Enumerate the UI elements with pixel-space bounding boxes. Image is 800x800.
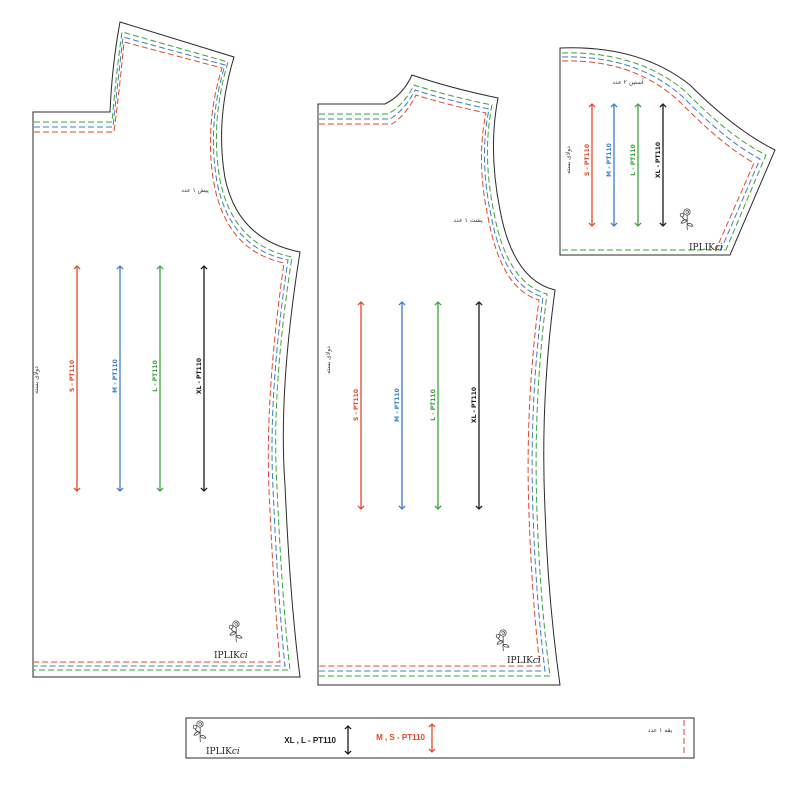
back-piece: پشت ۱ عدد دولای بسته S - PT110 M - PT110 L…: [317, 74, 561, 686]
svg-text:IPLIKci: IPLIKci: [206, 747, 240, 757]
neckband-logo: IPLIKci: [192, 720, 240, 757]
back-logo: IPLIKci: [495, 629, 541, 666]
neckband-label-xl-l: XL , L - PT110: [284, 736, 336, 745]
brand-name: IPLIK: [206, 747, 232, 757]
sleeve-piece-label: آستین ۲ عدد: [612, 77, 644, 86]
grainline-label-xl: XL - PT110: [471, 387, 478, 423]
svg-text:IPLIKci: IPLIKci: [507, 656, 541, 666]
svg-text:IPLIKci: IPLIKci: [214, 651, 248, 661]
brand-suffix: ci: [240, 651, 248, 661]
back-seam-m: [319, 89, 546, 672]
front-seam-m: [34, 36, 289, 667]
grainline-label-s: S - PT110: [353, 389, 360, 421]
grainline-label-m: M - PT110: [394, 388, 401, 422]
back-outline: [317, 74, 561, 686]
brand-suffix: ci: [715, 243, 723, 253]
grainline-label-xl: XL - PT110: [196, 358, 203, 394]
neckband-label-m-s: M , S - PT110: [376, 733, 425, 742]
grainline-label-m: M - PT110: [112, 359, 119, 393]
back-piece-label: پشت ۱ عدد: [453, 217, 483, 224]
back-seam-l: [319, 84, 551, 677]
brand-name: IPLIK: [507, 656, 533, 666]
grainline-label-l: L - PT110: [152, 360, 159, 392]
sleeve-seam-s: [561, 60, 755, 253]
neckband-piece-label: یقه ۱ عدد: [648, 727, 673, 734]
grainline-label-m: M - PT110: [606, 143, 613, 177]
back-fold-label: دولای بسته: [325, 346, 332, 374]
sleeve-logo: IPLIKci: [679, 208, 723, 253]
front-seam-s: [34, 41, 285, 663]
sleeve-seam-m: [561, 56, 761, 253]
front-seam-l: [34, 31, 293, 671]
brand-suffix: ci: [533, 656, 541, 666]
sleeve-grainlines: S - PT110 M - PT110 L - PT110 XL - PT110: [584, 103, 667, 227]
svg-text:IPLIKci: IPLIKci: [689, 243, 723, 253]
grainline-label-l: L - PT110: [630, 144, 637, 176]
front-fold-label: دولای بسته: [33, 366, 40, 394]
back-seam-s: [319, 94, 541, 667]
front-piece: پیش ۱ عدد دولای بسته S - PT110 M - PT110 L…: [32, 21, 301, 678]
back-grainlines: S - PT110 M - PT110 L - PT110 XL - PT110: [353, 301, 483, 510]
grainline-label-xl: XL - PT110: [655, 142, 662, 178]
sleeve-fold-label: دولای بسته: [565, 146, 572, 174]
front-logo: IPLIKci: [214, 620, 248, 661]
brand-name: IPLIK: [214, 651, 240, 661]
front-grainlines: S - PT110 M - PT110 L - PT110 XL - PT110: [69, 265, 208, 492]
brand-name: IPLIK: [689, 243, 715, 253]
grainline-label-s: S - PT110: [69, 360, 76, 392]
neckband-outline: [185, 717, 695, 759]
grainline-label-l: L - PT110: [430, 389, 437, 421]
grainline-label-s: S - PT110: [584, 144, 591, 176]
sleeve-piece: آستین ۲ عدد دولای بسته S - PT110 M - PT11…: [559, 47, 776, 256]
neckband-piece: یقه ۱ عدد XL , L - PT110 M , S - PT110 I…: [185, 717, 695, 759]
brand-suffix: ci: [232, 747, 240, 757]
front-outline: [32, 21, 301, 678]
front-piece-label: پیش ۱ عدد: [181, 187, 209, 194]
